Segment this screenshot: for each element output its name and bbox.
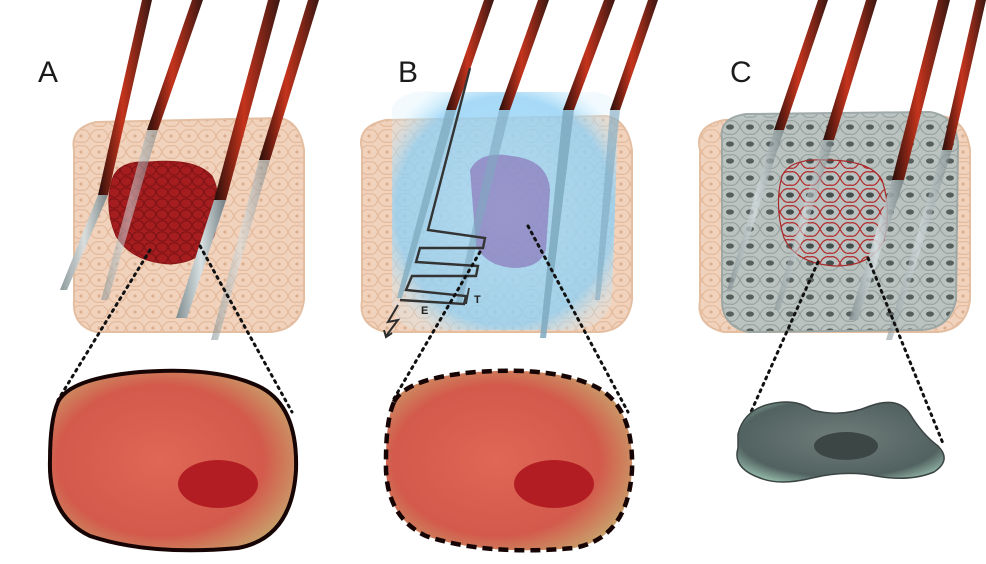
panel-c-label: C	[730, 56, 752, 89]
dead-cell-icon	[736, 401, 945, 483]
electrode-needle-icon	[774, 0, 877, 310]
zoom-line	[866, 256, 946, 448]
cell-icon	[383, 368, 635, 553]
panel-b: B E T	[360, 0, 658, 553]
electrode-needle-icon	[540, 0, 615, 338]
pulse-waveform	[399, 67, 487, 306]
electrode-needle-icon	[727, 0, 828, 290]
lightning-icon	[383, 304, 401, 339]
cell-icon	[47, 368, 299, 553]
electrode-label-t: T	[474, 294, 481, 306]
panel-a-label: A	[38, 56, 58, 89]
electrode-needle-icon	[456, 0, 549, 302]
panel-a: A	[38, 0, 319, 553]
electrode-needle-icon	[886, 0, 986, 340]
zoom-line	[740, 260, 820, 434]
electrode-label-e: E	[421, 305, 428, 317]
panel-c: C	[698, 0, 986, 483]
zoom-line	[56, 248, 152, 402]
zoom-line	[390, 250, 482, 404]
panel-b-label: B	[398, 56, 418, 89]
electrode-needle-icon	[60, 0, 152, 290]
zoom-line	[526, 224, 630, 414]
electrode-needle-icon	[595, 0, 658, 300]
electrode-needle-icon	[101, 0, 203, 300]
electrode-needle-icon	[849, 0, 950, 320]
electrode-needle-icon	[176, 0, 280, 318]
electrode-needle-icon	[397, 0, 494, 298]
